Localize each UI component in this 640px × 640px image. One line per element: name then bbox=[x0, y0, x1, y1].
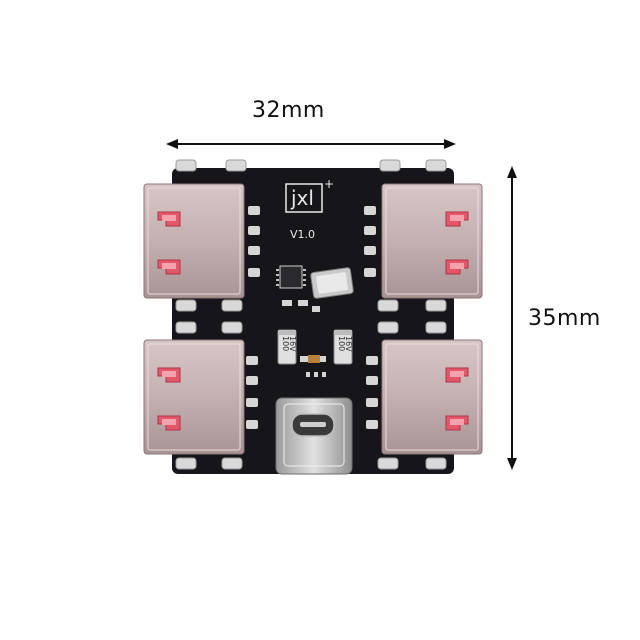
height-dimension-label: 35mm bbox=[528, 306, 601, 331]
smd-resistors bbox=[282, 300, 326, 377]
ic-chip bbox=[276, 265, 306, 289]
version-label: V1.0 bbox=[290, 228, 315, 241]
capacitor-right: 100 16V bbox=[333, 329, 353, 365]
usb-a-port-top-right bbox=[381, 183, 483, 299]
solder-pads bbox=[175, 159, 447, 470]
svg-text:jxl: jxl bbox=[290, 186, 314, 210]
usb-a-port-bottom-left bbox=[143, 339, 245, 455]
capacitor-left: 100 16V bbox=[277, 329, 297, 365]
width-dimension-label: 32mm bbox=[252, 98, 325, 123]
height-dimension-arrow bbox=[507, 166, 517, 470]
crystal-oscillator bbox=[310, 267, 354, 299]
usb-c-port bbox=[275, 397, 353, 475]
width-dimension-arrow bbox=[166, 139, 456, 149]
board-logo: jxl + bbox=[285, 177, 334, 213]
svg-text:100: 100 bbox=[337, 336, 346, 351]
led-indicator bbox=[308, 355, 320, 363]
svg-text:100: 100 bbox=[281, 336, 290, 351]
svg-text:16V: 16V bbox=[288, 336, 297, 352]
svg-text:+: + bbox=[324, 177, 334, 191]
usb-a-port-bottom-right bbox=[381, 339, 483, 455]
svg-text:16V: 16V bbox=[344, 336, 353, 352]
usb-a-port-top-left bbox=[143, 183, 245, 299]
